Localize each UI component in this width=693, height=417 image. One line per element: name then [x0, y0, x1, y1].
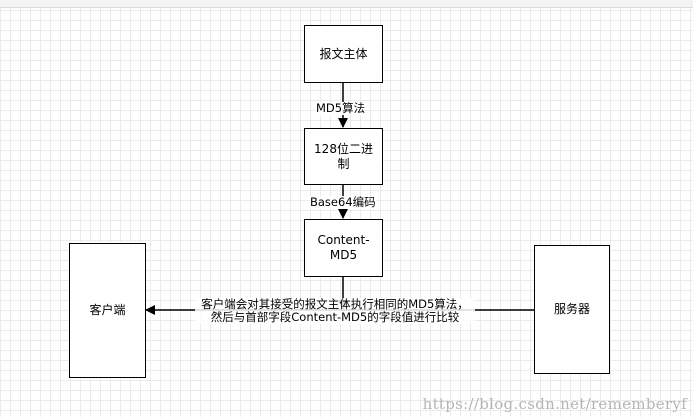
canvas-top-bar [0, 0, 693, 8]
node-message-body[interactable]: 报文主体 [304, 25, 383, 83]
node-client[interactable]: 客户端 [69, 243, 146, 378]
node-128-bit-binary-label-1: 128位二进 [314, 141, 373, 156]
node-server-label: 服务器 [553, 302, 590, 316]
edge-label-base64-encoding: Base64编码 [310, 195, 376, 209]
node-content-md5[interactable]: Content- MD5 [304, 219, 383, 277]
node-message-body-label: 报文主体 [319, 46, 368, 61]
node-128-bit-binary[interactable]: 128位二进 制 [304, 128, 383, 185]
edge-label-compare-line-2: 然后与首部字段Content-MD5的字段值进行比较 [210, 310, 460, 324]
edge-label-compare-message: 客户端会对其接受的报文主体执行相同的MD5算法， 然后与首部字段Content-… [195, 298, 475, 324]
node-server[interactable]: 服务器 [534, 245, 610, 374]
watermark-url: https://blog.csdn.net/rememberyf [422, 395, 687, 413]
node-client-label: 客户端 [89, 303, 126, 317]
node-content-md5-label-2: MD5 [329, 248, 358, 262]
edge-label-md5-algorithm: MD5算法 [316, 101, 366, 115]
node-content-md5-label-1: Content- [317, 233, 370, 247]
edge-label-compare-line-1: 客户端会对其接受的报文主体执行相同的MD5算法， [201, 297, 469, 311]
node-128-bit-binary-label-2: 制 [337, 156, 350, 171]
